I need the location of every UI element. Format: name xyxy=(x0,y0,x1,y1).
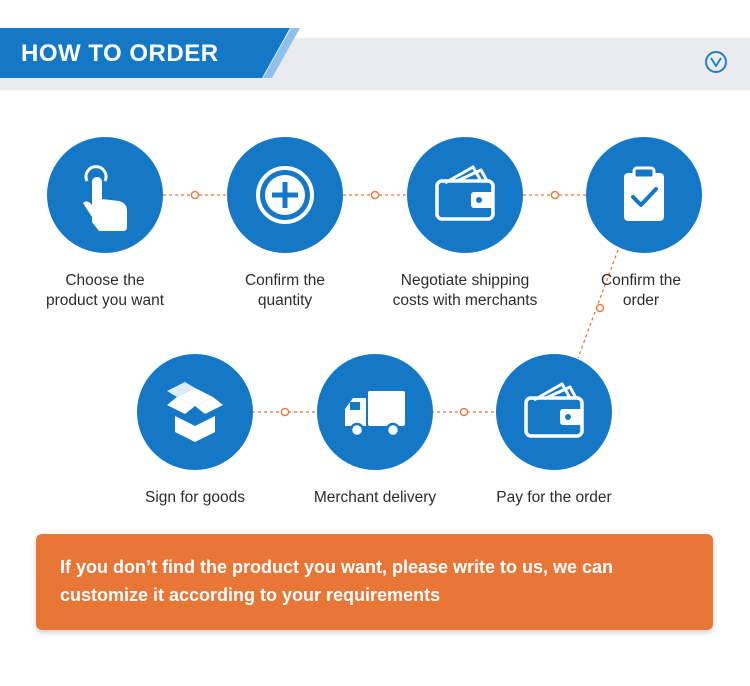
step-label-sign-goods: Sign for goods xyxy=(145,489,245,506)
plus-circle-icon xyxy=(256,166,314,224)
delivery-truck-icon xyxy=(345,391,405,438)
page-title: HOW TO ORDER xyxy=(21,40,219,67)
step-merchant-delivery xyxy=(317,354,433,470)
step-sign-goods xyxy=(137,354,253,470)
open-box-icon xyxy=(167,382,223,442)
custom-order-notice: If you don’t find the product you want, … xyxy=(36,534,713,630)
step-confirm-quantity xyxy=(227,137,343,253)
step-choose-product xyxy=(47,137,163,253)
step-negotiate-shipping xyxy=(407,137,523,253)
wallet-icon xyxy=(524,382,584,438)
step-pay-order xyxy=(496,354,612,470)
chevron-down-icon[interactable] xyxy=(705,51,727,73)
step-confirm-order xyxy=(586,137,702,253)
wallet-icon xyxy=(435,165,495,221)
notice-text: If you don’t find the product you want, … xyxy=(60,557,614,605)
clipboard-check-icon xyxy=(624,166,664,221)
header-tab xyxy=(0,28,300,78)
step-label-merchant-delivery: Merchant delivery xyxy=(313,489,437,506)
tap-hand-icon xyxy=(83,165,127,231)
step-label-pay-order: Pay for the order xyxy=(496,489,612,506)
